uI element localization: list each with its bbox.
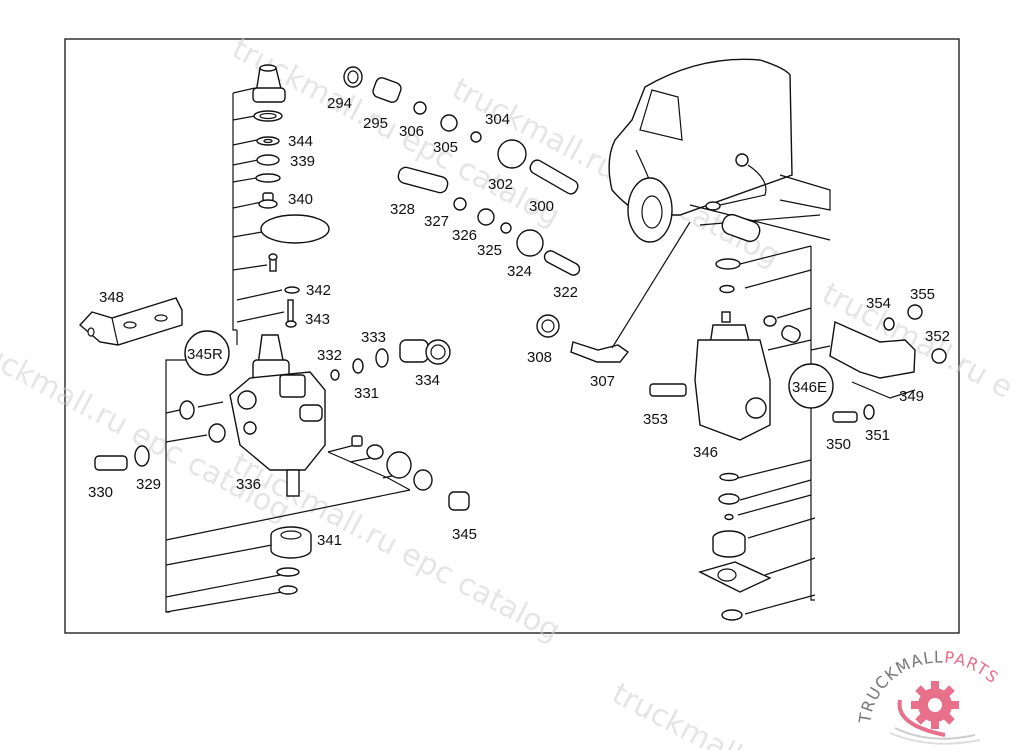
callout-342: 342 [306,282,331,299]
callout-322: 322 [553,284,578,301]
callout-346E: 346E [792,379,827,396]
top-stack-parts [252,64,330,328]
callout-352: 352 [925,328,950,345]
callout-325: 325 [477,242,502,259]
callout-308: 308 [527,349,552,366]
callout-324: 324 [507,263,532,280]
callout-344: 344 [288,133,313,150]
callout-304: 304 [485,111,510,128]
fittings-329-330 [94,445,150,471]
callout-353: 353 [643,411,668,428]
callout-295: 295 [363,115,388,132]
diagram-frame [64,38,960,634]
logo-text-accent: PARTS [943,648,1002,688]
callout-334: 334 [415,372,440,389]
truckmall-parts-logo: TRUCKMALLPARTS [855,647,1002,745]
right-assembly-lines [737,245,916,615]
callout-340: 340 [288,191,313,208]
left-assembly-lines [165,87,411,613]
callout-circle-345R [184,330,230,376]
lower-right-parts [698,472,772,621]
parts-341 [270,526,312,595]
callout-330: 330 [88,484,113,501]
callout-339: 339 [290,153,315,170]
callout-307: 307 [590,373,615,390]
callout-302: 302 [488,176,513,193]
callout-355: 355 [910,286,935,303]
callout-343: 343 [305,311,330,328]
callout-336: 336 [236,476,261,493]
callout-345R: 345R [187,346,223,363]
callout-294: 294 [327,95,352,112]
callout-351: 351 [865,427,890,444]
callout-circle-346E [788,363,834,409]
callout-341: 341 [317,532,342,549]
callout-labels: 294 295 306 305 304 302 300 328 327 326 … [88,95,950,549]
callout-348: 348 [99,289,124,306]
bracket-348 [78,297,183,346]
fittings-332-334 [330,339,470,511]
valve-346 [649,258,875,441]
valve-336 [179,334,326,497]
truck-illustration [608,58,831,243]
callout-329: 329 [136,476,161,493]
callout-332: 332 [317,347,342,364]
callout-346: 346 [693,444,718,461]
callout-327: 327 [424,213,449,230]
callout-349: 349 [899,388,924,405]
callout-326: 326 [452,227,477,244]
callout-300: 300 [529,198,554,215]
gear-icon [911,681,959,729]
callout-333: 333 [361,329,386,346]
center-fittings [343,66,691,363]
callout-350: 350 [826,436,851,453]
callout-305: 305 [433,139,458,156]
callout-328: 328 [390,201,415,218]
watermark: truckmall.ru epc catalog [606,676,946,750]
callout-306: 306 [399,123,424,140]
watermarks: truckmall.ru epc catalog truckmall.ru ep… [0,31,1018,750]
bracket-349 [829,304,947,379]
callout-354: 354 [866,295,891,312]
callout-345: 345 [452,526,477,543]
callout-331: 331 [354,385,379,402]
